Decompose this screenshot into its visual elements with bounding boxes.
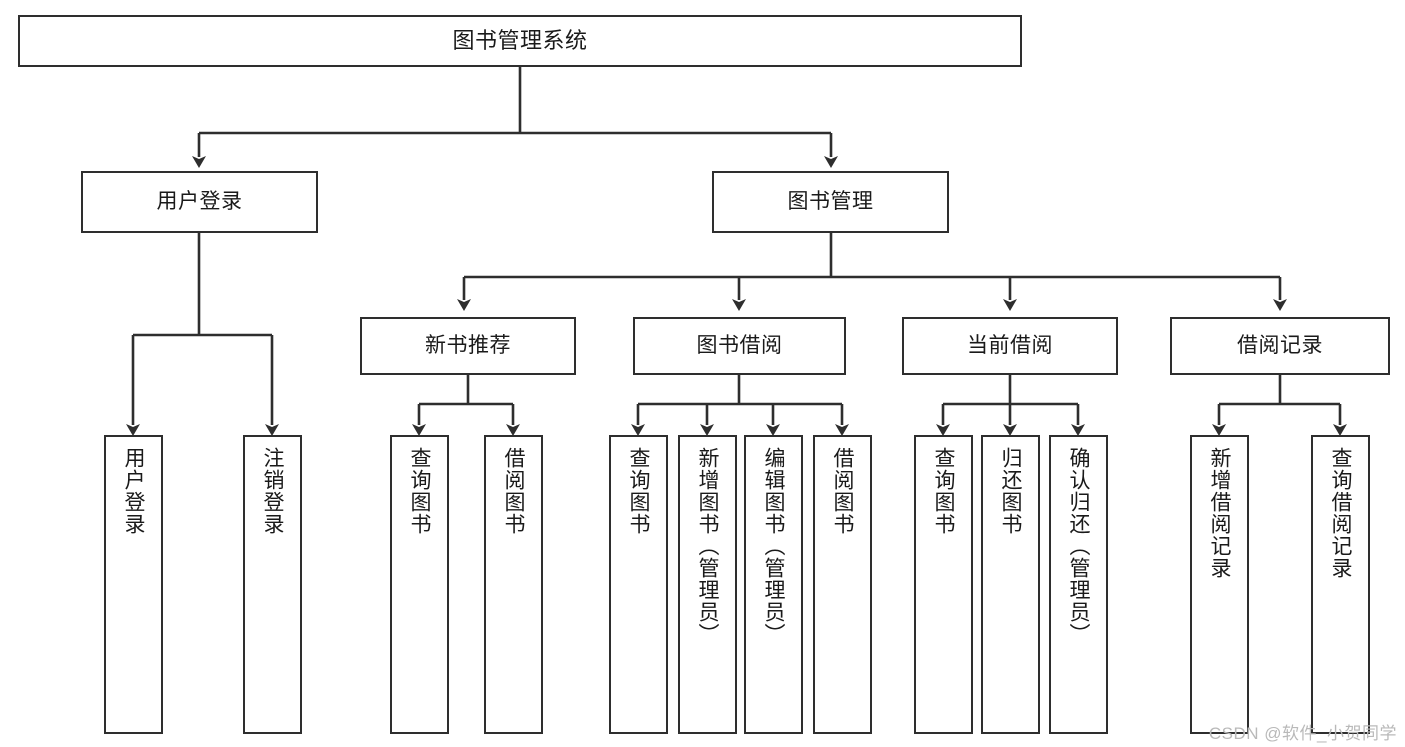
leaf-current-borrow-query[interactable]: 查询图书 — [914, 435, 973, 734]
node-label: 确认归还（管理员） — [1067, 447, 1090, 645]
node-label: 借阅记录 — [1237, 334, 1323, 358]
node-label: 注销登录 — [261, 447, 284, 535]
node-new-book-recommend[interactable]: 新书推荐 — [360, 317, 576, 375]
node-current-borrow[interactable]: 当前借阅 — [902, 317, 1118, 375]
node-label: 用户登录 — [156, 190, 243, 214]
node-book-management[interactable]: 图书管理 — [712, 171, 949, 233]
leaf-current-borrow-return[interactable]: 归还图书 — [981, 435, 1040, 734]
leaf-new-book-query[interactable]: 查询图书 — [390, 435, 449, 734]
node-root-system[interactable]: 图书管理系统 — [18, 15, 1022, 67]
node-label: 新增图书（管理员） — [696, 447, 719, 645]
leaf-book-borrow-add[interactable]: 新增图书（管理员） — [678, 435, 737, 734]
node-label: 图书管理系统 — [452, 27, 588, 53]
node-label: 图书管理 — [787, 190, 874, 214]
node-label: 当前借阅 — [967, 334, 1053, 358]
node-book-borrow[interactable]: 图书借阅 — [633, 317, 846, 375]
node-label: 查询借阅记录 — [1329, 447, 1352, 579]
node-borrow-record[interactable]: 借阅记录 — [1170, 317, 1390, 375]
node-user-login[interactable]: 用户登录 — [81, 171, 318, 233]
node-label: 查询图书 — [932, 447, 955, 535]
node-label: 归还图书 — [999, 447, 1022, 535]
node-label: 借阅图书 — [502, 447, 525, 535]
leaf-new-book-borrow[interactable]: 借阅图书 — [484, 435, 543, 734]
leaf-book-borrow-query[interactable]: 查询图书 — [609, 435, 668, 734]
node-label: 查询图书 — [627, 447, 650, 535]
leaf-borrow-record-query[interactable]: 查询借阅记录 — [1311, 435, 1370, 734]
watermark: CSDN @软件_小贺同学 — [1208, 724, 1397, 743]
node-label: 借阅图书 — [831, 447, 854, 535]
node-label: 新增借阅记录 — [1208, 447, 1231, 579]
node-label: 图书借阅 — [696, 334, 783, 358]
leaf-current-borrow-confirm[interactable]: 确认归还（管理员） — [1049, 435, 1108, 734]
leaf-user-login-logout[interactable]: 注销登录 — [243, 435, 302, 734]
node-label: 查询图书 — [408, 447, 431, 535]
node-label: 新书推荐 — [425, 334, 511, 358]
leaf-borrow-record-add[interactable]: 新增借阅记录 — [1190, 435, 1249, 734]
leaf-book-borrow-borrow[interactable]: 借阅图书 — [813, 435, 872, 734]
node-label: 编辑图书（管理员） — [762, 447, 785, 645]
leaf-user-login-login[interactable]: 用户登录 — [104, 435, 163, 734]
leaf-book-borrow-edit[interactable]: 编辑图书（管理员） — [744, 435, 803, 734]
node-label: 用户登录 — [122, 447, 145, 535]
